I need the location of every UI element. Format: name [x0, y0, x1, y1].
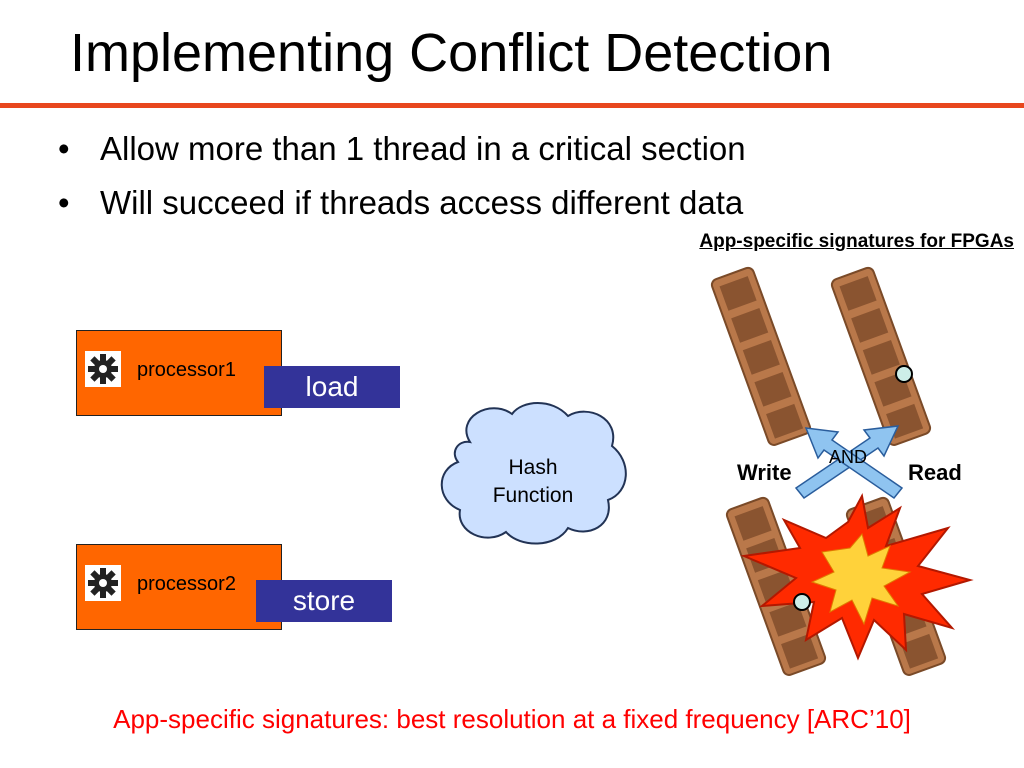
processor-label: processor1 — [137, 359, 236, 381]
bullet-text: Allow more than 1 thread in a critical s… — [100, 130, 746, 167]
load-operation: load — [264, 366, 400, 408]
write-signature-top — [710, 266, 812, 446]
read-bit-marker — [895, 365, 913, 383]
and-arrows — [794, 425, 904, 500]
bullet-list: • Allow more than 1 thread in a critical… — [58, 128, 746, 236]
write-label: Write — [737, 460, 792, 485]
hash-function-label: Hash Function — [452, 454, 614, 510]
processor-label: processor2 — [137, 573, 236, 595]
slide-title: Implementing Conflict Detection — [70, 23, 833, 83]
bullet-text: Will succeed if threads access different… — [100, 184, 744, 221]
arrow-to-write-top — [804, 427, 904, 500]
bullet-item: • Allow more than 1 thread in a critical… — [58, 128, 746, 182]
bullet-marker: • — [58, 184, 70, 221]
title-divider — [0, 103, 1024, 108]
processor2-box: processor2 — [76, 544, 282, 630]
store-operation: store — [256, 580, 392, 622]
bullet-marker: • — [58, 130, 70, 167]
hash-function-cloud — [440, 402, 627, 545]
hash-label-line1: Hash — [508, 456, 558, 479]
and-label: AND — [829, 447, 868, 467]
gear-icon — [85, 565, 121, 601]
footer-note: App-specific signatures: best resolution… — [113, 704, 911, 734]
conflict-burst-core — [810, 532, 912, 626]
hash-label-line2: Function — [492, 484, 574, 507]
bullet-item: • Will succeed if threads access differe… — [58, 182, 746, 236]
read-signature-top — [830, 266, 932, 446]
processor1-box: processor1 — [76, 330, 282, 416]
gear-icon — [85, 351, 121, 387]
conflict-bit-marker — [793, 593, 811, 611]
signatures-link[interactable]: App-specific signatures for FPGAs — [699, 231, 1014, 252]
read-label: Read — [908, 460, 962, 485]
